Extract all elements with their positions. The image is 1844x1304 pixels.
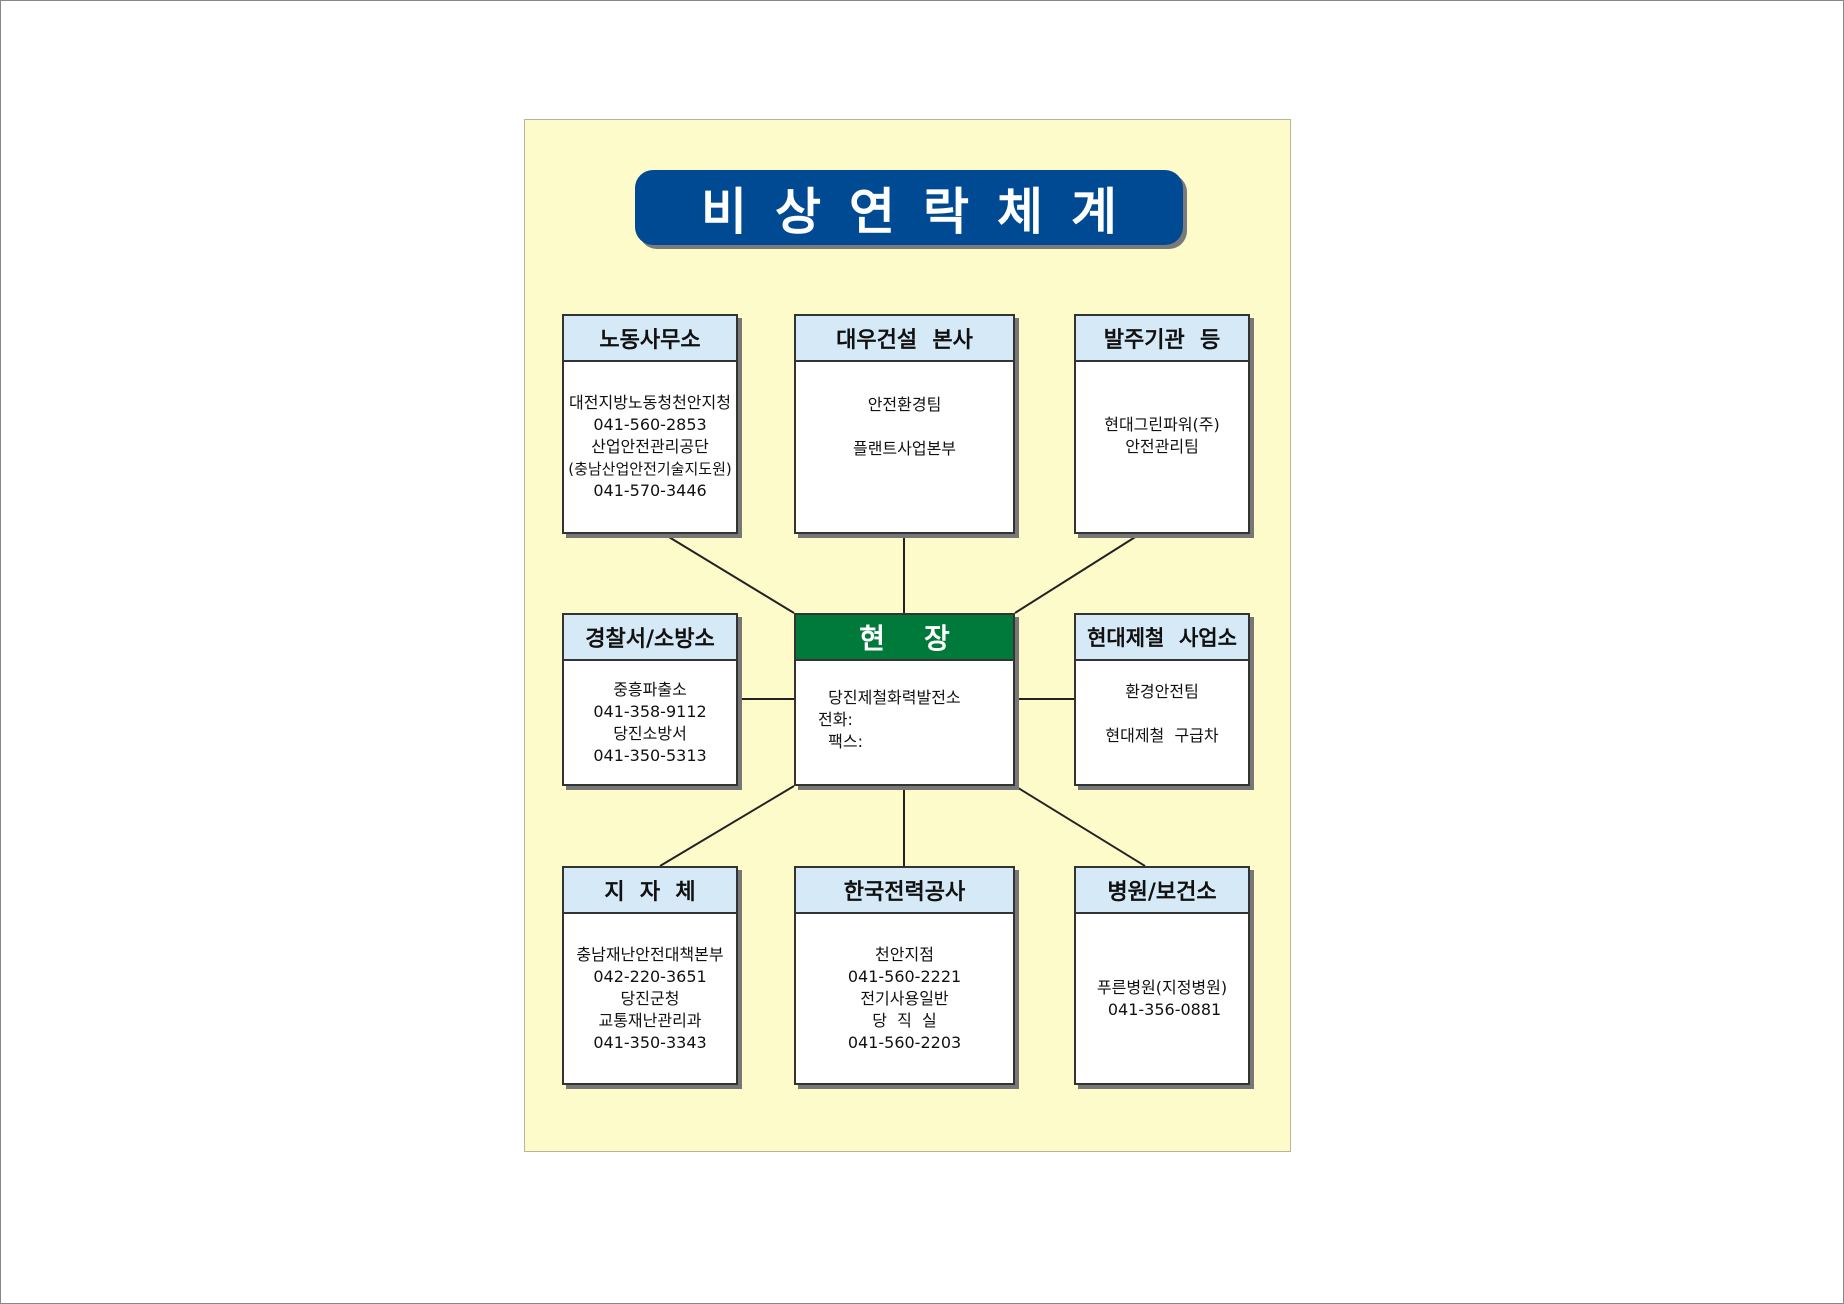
box-labor-office: 노동사무소 대전지방노동청천안지청 041-560-2853 산업안전관리공단 … <box>562 314 738 534</box>
box-line: 041-356-0881 <box>1102 999 1222 1019</box>
box-line: 푸른병원(지정병원) <box>1096 977 1228 997</box>
box-site: 현 장 당진제철화력발전소 전화: 팩스: <box>794 613 1015 786</box>
box-line: 충남재난안전대책본부 <box>576 944 724 964</box>
site-fax: 팩스: <box>818 732 864 751</box>
connector-labor-office <box>663 533 795 614</box>
box-line: 당진군청 <box>620 988 680 1008</box>
connector-hospital <box>1014 785 1146 867</box>
box-line: 안전환경팀 <box>867 395 942 414</box>
box-line: 교통재난관리과 <box>598 1010 702 1030</box>
box-local-gov: 지 자 체 충남재난안전대책본부 042-220-3651 당진군청 교통재난관… <box>562 866 738 1085</box>
box-line: 041-358-9112 <box>593 701 707 721</box>
box-header: 노동사무소 <box>564 316 736 362</box>
box-header: 현 장 <box>796 615 1013 661</box>
box-body: 당진제철화력발전소 전화: 팩스: <box>796 661 1013 784</box>
box-line: 전기사용일반 <box>860 988 949 1008</box>
box-header: 발주기관 등 <box>1076 316 1248 362</box>
box-hospital: 병원/보건소 푸른병원(지정병원) 041-356-0881 <box>1074 866 1250 1085</box>
box-header: 한국전력공사 <box>796 868 1013 914</box>
box-header: 병원/보건소 <box>1076 868 1248 914</box>
box-line: 천안지점 <box>875 944 934 964</box>
box-line: 당 직 실 <box>872 1010 937 1030</box>
box-line: 041-560-2853 <box>593 415 707 434</box>
box-body: 중흥파출소 041-358-9112 당진소방서 041-350-5313 <box>564 661 736 784</box>
box-header: 경찰서/소방소 <box>564 615 736 661</box>
box-line: 042-220-3651 <box>593 966 707 986</box>
box-hyundai-steel: 현대제철 사업소 환경안전팀 현대제철 구급차 <box>1074 613 1250 786</box>
box-line: 산업안전관리공단 <box>591 437 709 456</box>
box-line: 플랜트사업본부 <box>852 439 957 458</box>
box-daewoo-hq: 대우건설 본사 안전환경팀 플랜트사업본부 <box>794 314 1015 534</box>
connector-local-gov <box>659 785 795 867</box>
box-line: 041-560-2221 <box>847 966 962 986</box>
box-line: 041-570-3446 <box>593 481 707 500</box>
box-police-fire: 경찰서/소방소 중흥파출소 041-358-9112 당진소방서 041-350… <box>562 613 738 786</box>
box-line: 041-350-5313 <box>593 745 707 765</box>
box-body: 푸른병원(지정병원) 041-356-0881 <box>1076 914 1248 1083</box>
box-kepco: 한국전력공사 천안지점 041-560-2221 전기사용일반 당 직 실 04… <box>794 866 1015 1085</box>
box-line: 041-560-2203 <box>847 1032 962 1052</box>
box-line: 현대제철 구급차 <box>1105 726 1219 745</box>
box-header: 현대제철 사업소 <box>1076 615 1248 661</box>
box-body: 환경안전팀 현대제철 구급차 <box>1076 661 1248 784</box>
connector-client <box>1014 533 1141 614</box>
box-body: 안전환경팀 플랜트사업본부 <box>796 362 1013 532</box>
page-title: 비상연락체계 <box>635 170 1183 245</box>
box-client: 발주기관 등 현대그린파워(주) 안전관리팀 <box>1074 314 1250 534</box>
box-line: 안전관리팀 <box>1125 437 1199 456</box>
box-header: 지 자 체 <box>564 868 736 914</box>
box-line: (충남산업안전기술지도원) <box>568 460 732 478</box>
site-phone: 전화: <box>818 710 853 729</box>
box-body: 충남재난안전대책본부 042-220-3651 당진군청 교통재난관리과 041… <box>564 914 736 1083</box>
box-line: 중흥파출소 <box>613 679 687 699</box>
box-line: 현대그린파워(주) <box>1104 415 1220 434</box>
box-line: 환경안전팀 <box>1125 682 1199 701</box>
box-line: 대전지방노동청천안지청 <box>569 393 731 412</box>
site-name: 당진제철화력발전소 <box>818 688 961 707</box>
box-body: 대전지방노동청천안지청 041-560-2853 산업안전관리공단 (충남산업안… <box>564 362 736 532</box>
box-header: 대우건설 본사 <box>796 316 1013 362</box>
box-body: 천안지점 041-560-2221 전기사용일반 당 직 실 041-560-2… <box>796 914 1013 1083</box>
box-body: 현대그린파워(주) 안전관리팀 <box>1076 362 1248 532</box>
box-line: 당진소방서 <box>613 723 687 743</box>
box-line: 041-350-3343 <box>593 1032 707 1052</box>
